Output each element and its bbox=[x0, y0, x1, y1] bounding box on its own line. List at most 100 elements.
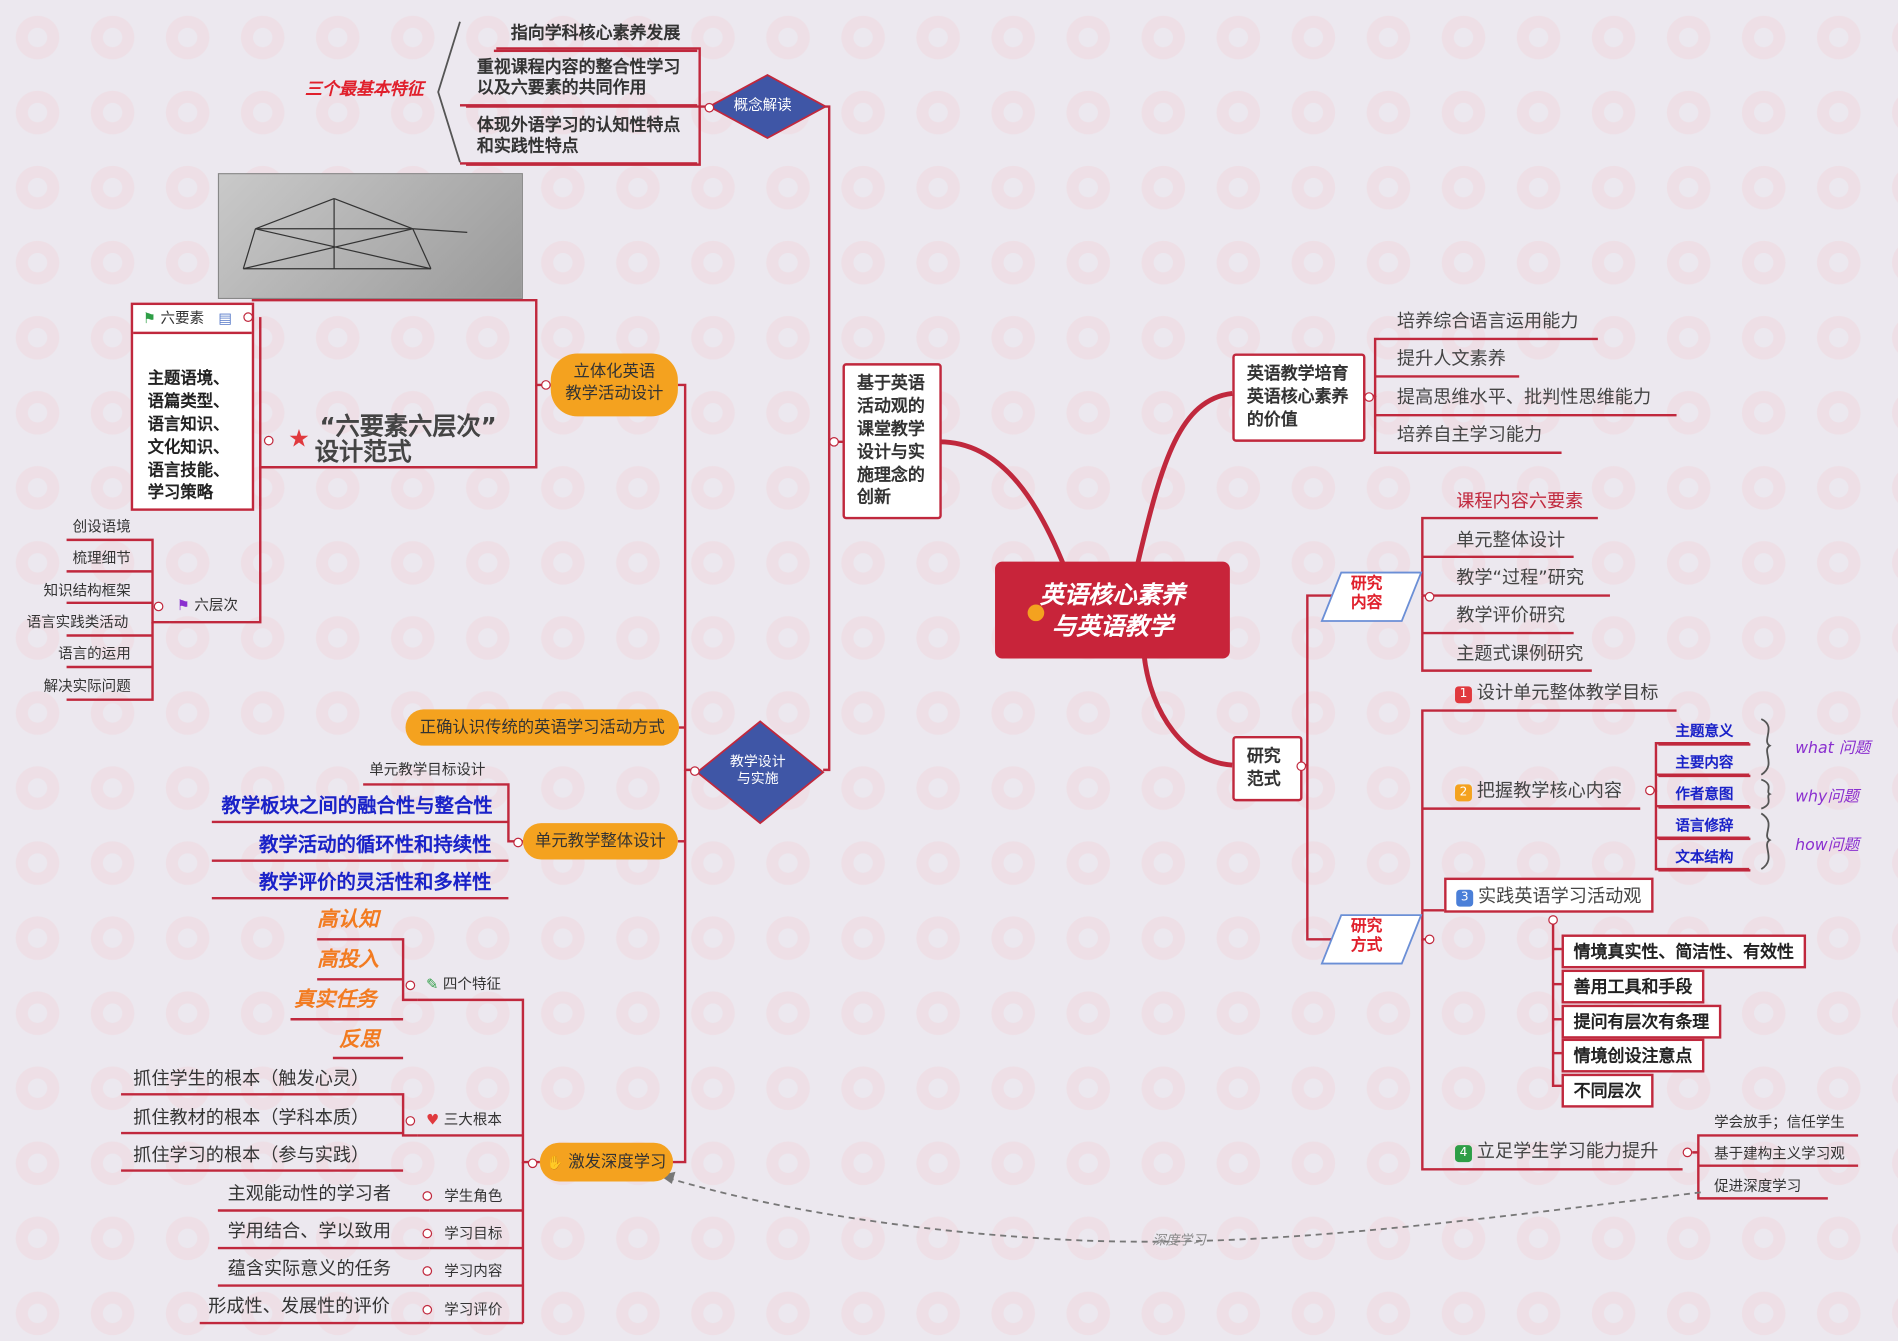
four-features-label[interactable]: ✎ 四个特征 bbox=[426, 976, 501, 993]
m4-item[interactable]: 促进深度学习 bbox=[1714, 1177, 1802, 1195]
feature-item[interactable]: 高认知 bbox=[317, 907, 379, 933]
collapse-dot[interactable] bbox=[1548, 915, 1558, 925]
concept-item-1[interactable]: 指向学科核心素养发展 bbox=[493, 24, 698, 52]
content-item[interactable]: 教学评价研究 bbox=[1456, 604, 1566, 626]
level-item[interactable]: 创设语境 bbox=[72, 518, 131, 536]
collapse-dot[interactable] bbox=[1296, 761, 1307, 772]
research-line1: 研究 bbox=[1246, 746, 1281, 767]
collapse-dot[interactable] bbox=[1364, 392, 1374, 402]
collapse-dot[interactable] bbox=[1424, 934, 1435, 945]
teaching-label[interactable]: 教学设计 与实施 bbox=[730, 753, 786, 787]
three-roots-label[interactable]: ♥ 三大根本 bbox=[426, 1111, 502, 1128]
root-item[interactable]: 抓住学生的根本（触发心灵） bbox=[133, 1067, 370, 1090]
research-method-label[interactable]: 研究 方式 bbox=[1351, 918, 1382, 956]
value-item[interactable]: 培养综合语言运用能力 bbox=[1396, 309, 1579, 332]
unit-goal[interactable]: 单元教学目标设计 bbox=[369, 761, 486, 779]
level-item[interactable]: 语言实践类活动 bbox=[26, 613, 129, 631]
collapse-dot[interactable] bbox=[1682, 1147, 1693, 1158]
content-item[interactable]: 单元整体设计 bbox=[1456, 528, 1566, 551]
m3-item[interactable]: 提问有层次有条理 bbox=[1561, 1004, 1722, 1039]
unit-item-1[interactable]: 教学板块之间的融合性与整合性 bbox=[221, 794, 493, 818]
deep-learning-node[interactable]: ✋ 激发深度学习 bbox=[539, 1142, 674, 1182]
value-node[interactable]: 英语教学培育 英语核心素养 的价值 bbox=[1232, 353, 1366, 442]
concept-item-2[interactable]: 重视课程内容的整合性学习 以及六要素的共同作用 bbox=[459, 58, 698, 107]
collapse-dot[interactable] bbox=[405, 980, 416, 991]
collapse-dot[interactable] bbox=[422, 1266, 433, 1276]
collapse-dot[interactable] bbox=[513, 837, 523, 848]
collapse-dot[interactable] bbox=[1424, 591, 1435, 602]
concept-item-3-line2: 和实践性特点 bbox=[476, 136, 579, 156]
row-value[interactable]: 形成性、发展性的评价 bbox=[208, 1295, 390, 1318]
unit-design-node[interactable]: 单元教学整体设计 bbox=[522, 823, 678, 860]
collapse-dot[interactable] bbox=[541, 380, 551, 390]
value-item[interactable]: 培养自主学习能力 bbox=[1396, 423, 1543, 446]
m4-item[interactable]: 学会放手；信任学生 bbox=[1714, 1113, 1845, 1131]
m3-item[interactable]: 善用工具和手段 bbox=[1561, 969, 1705, 1004]
row-label[interactable]: 学习评价 bbox=[444, 1301, 503, 1319]
six-elements-node[interactable]: ⚑ 六要素 ▤ 主题语境、 语篇类型、 语言知识、 文化知识、 语言技能、 学习… bbox=[130, 302, 255, 511]
level-item[interactable]: 语言的运用 bbox=[58, 645, 131, 663]
m2-item[interactable]: 文本结构 bbox=[1658, 846, 1751, 872]
collapse-dot[interactable] bbox=[422, 1304, 433, 1315]
m3-item[interactable]: 不同层次 bbox=[1561, 1073, 1654, 1108]
collapse-dot[interactable] bbox=[689, 766, 700, 776]
row-value[interactable]: 蕴含实际意义的任务 bbox=[227, 1257, 392, 1280]
method-2-label: 把握教学核心内容 bbox=[1476, 779, 1623, 802]
value-item[interactable]: 提升人文素养 bbox=[1396, 347, 1506, 370]
unit-item-2[interactable]: 教学活动的循环性和持续性 bbox=[259, 832, 492, 856]
row-label[interactable]: 学生角色 bbox=[444, 1187, 503, 1205]
collapse-dot[interactable] bbox=[527, 1158, 538, 1169]
content-item[interactable]: 主题式课例研究 bbox=[1456, 642, 1584, 665]
collapse-dot[interactable] bbox=[422, 1228, 433, 1239]
concept-item-3[interactable]: 体现外语学习的认知性特点 和实践性特点 bbox=[459, 116, 698, 165]
m4-item[interactable]: 基于建构主义学习观 bbox=[1714, 1145, 1845, 1163]
concept-label[interactable]: 概念解读 bbox=[733, 96, 792, 114]
collapse-dot[interactable] bbox=[422, 1191, 433, 1201]
correct-view-node[interactable]: 正确认识传统的英语学习活动方式 bbox=[405, 709, 680, 746]
row-value[interactable]: 学用结合、学以致用 bbox=[227, 1220, 392, 1242]
collapse-dot[interactable] bbox=[829, 436, 839, 447]
six-levels-label[interactable]: ⚑ 六层次 bbox=[177, 597, 238, 614]
teaching-diamond bbox=[695, 720, 825, 825]
row-label[interactable]: 学习目标 bbox=[444, 1225, 503, 1242]
framework-node[interactable]: ★ “六要素六层次” 设计范式 bbox=[288, 413, 497, 465]
content-item[interactable]: 教学“过程”研究 bbox=[1456, 566, 1584, 589]
collapse-dot[interactable] bbox=[153, 601, 164, 612]
collapse-dot[interactable] bbox=[704, 102, 715, 113]
level-item[interactable]: 梳理细节 bbox=[72, 549, 131, 567]
row-label[interactable]: 学习内容 bbox=[444, 1262, 503, 1280]
m2-item[interactable]: 主要内容 bbox=[1658, 752, 1751, 778]
level-item[interactable]: 解决实际问题 bbox=[43, 677, 131, 695]
value-line: 的价值 bbox=[1246, 410, 1298, 430]
unit-item-3[interactable]: 教学评价的灵活性和多样性 bbox=[259, 870, 492, 894]
content-item[interactable]: 课程内容六要素 bbox=[1456, 490, 1584, 513]
collapse-dot[interactable] bbox=[263, 435, 274, 446]
relation-label[interactable]: 深度学习 bbox=[1152, 1232, 1206, 1249]
feature-item[interactable]: 高投入 bbox=[317, 947, 379, 973]
collapse-dot[interactable] bbox=[243, 312, 253, 322]
m2-item[interactable]: 作者意图 bbox=[1658, 783, 1751, 809]
feature-item[interactable]: 反思 bbox=[338, 1027, 381, 1052]
collapse-dot[interactable] bbox=[1645, 785, 1655, 796]
value-item[interactable]: 提高思维水平、批判性思维能力 bbox=[1396, 386, 1652, 408]
feature-item[interactable]: 真实任务 bbox=[294, 987, 377, 1012]
m3-item[interactable]: 情境真实性、简洁性、有效性 bbox=[1561, 934, 1807, 969]
root-item[interactable]: 抓住学习的根本（参与实践） bbox=[133, 1143, 370, 1166]
level-item[interactable]: 知识结构框架 bbox=[43, 582, 131, 600]
collapse-dot[interactable] bbox=[405, 1116, 416, 1126]
row-value[interactable]: 主观能动性的学习者 bbox=[227, 1182, 392, 1205]
central-topic[interactable]: ● 英语核心素养 与英语教学 bbox=[995, 561, 1230, 659]
root-item[interactable]: 抓住教材的根本（学科本质） bbox=[133, 1106, 370, 1129]
research-node[interactable]: 研究 范式 bbox=[1232, 735, 1303, 802]
activity-view-topic[interactable]: 基于英语 活动观的 课堂教学 设计与实 施理念的 创新 bbox=[842, 363, 942, 520]
m2-item[interactable]: 主题意义 bbox=[1658, 720, 1751, 746]
m3-item[interactable]: 情境创设注意点 bbox=[1561, 1038, 1705, 1073]
research-content-line1: 研究 bbox=[1350, 574, 1383, 594]
m2-item[interactable]: 语言修辞 bbox=[1658, 815, 1751, 841]
research-content-label[interactable]: 研究 内容 bbox=[1351, 575, 1382, 613]
solid-design-node[interactable]: 立体化英语 教学活动设计 bbox=[550, 353, 678, 417]
